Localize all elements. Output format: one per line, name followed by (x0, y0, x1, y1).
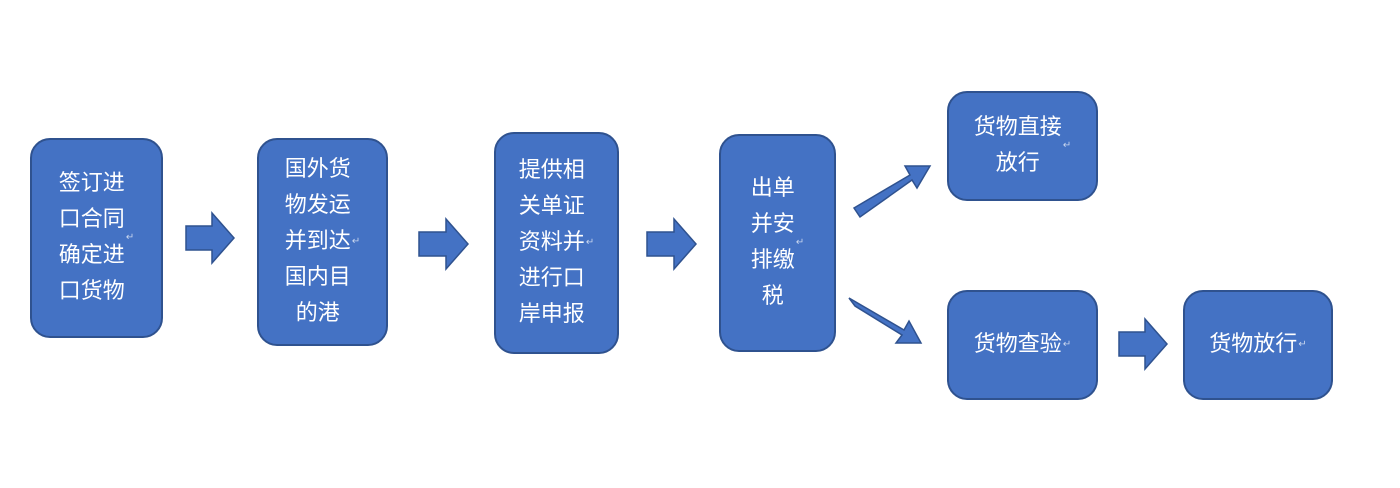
down-right-arrow-icon (848, 297, 923, 344)
right-arrow-icon (418, 217, 469, 271)
step-label: 货物直接 放行 (973, 115, 1062, 176)
step-label: 签订进 口合同 确定进 口货物 (58, 171, 125, 304)
step-label: 提供相 关单证 资料并 进行口 岸申报 (518, 158, 585, 327)
paragraph-mark: ↵ (351, 236, 361, 247)
step-pay-taxes: 出单 并安 排缴 税↵ (719, 134, 836, 352)
paragraph-mark: ↵ (1298, 339, 1307, 350)
paragraph-mark: ↵ (125, 232, 135, 243)
step-label: 国外货 物发运 并到达 国内目 的港 (284, 157, 351, 326)
step-direct-release: 货物直接 放行↵ (947, 91, 1098, 201)
paragraph-mark: ↵ (1062, 140, 1072, 151)
paragraph-mark: ↵ (795, 237, 805, 248)
step-port-declaration: 提供相 关单证 资料并 进行口 岸申报↵ (494, 132, 619, 354)
step-sign-contract: 签订进 口合同 确定进 口货物↵ (30, 138, 163, 338)
step-goods-shipped: 国外货 物发运 并到达 国内目 的港↵ (257, 138, 388, 346)
up-right-arrow-icon (852, 165, 932, 219)
right-arrow-icon (185, 211, 235, 265)
paragraph-mark: ↵ (1062, 339, 1072, 350)
right-arrow-icon (1118, 317, 1168, 371)
step-label: 货物查验 (973, 332, 1062, 357)
step-label: 出单 并安 排缴 税 (750, 176, 795, 309)
right-arrow-icon (646, 217, 697, 271)
step-release: 货物放行↵ (1183, 290, 1333, 400)
paragraph-mark: ↵ (585, 237, 595, 248)
step-inspection: 货物查验↵ (947, 290, 1098, 400)
step-label: 货物放行 (1209, 332, 1298, 357)
